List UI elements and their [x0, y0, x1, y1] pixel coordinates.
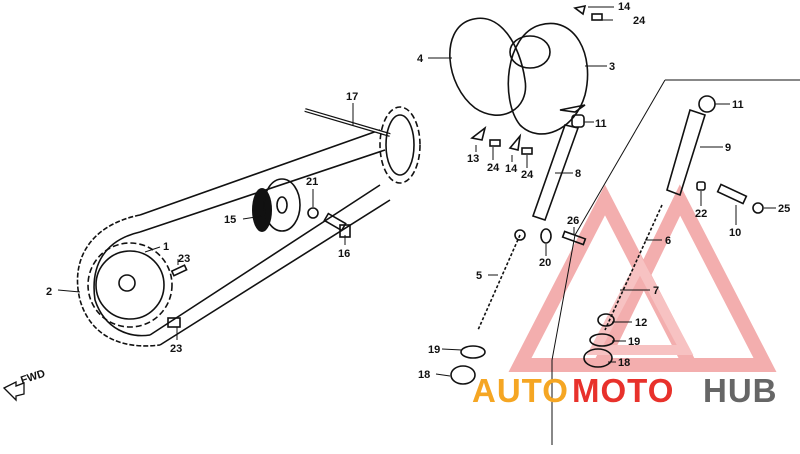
callout-24-top: 24 — [633, 15, 646, 27]
callout-23-upper: 23 — [178, 253, 190, 265]
drive-sprocket — [87, 242, 173, 328]
watermark-part-moto: MOTO — [572, 372, 674, 409]
callout-23-lower: 23 — [170, 343, 182, 355]
callout-2: 2 — [46, 286, 52, 298]
spring-5 — [477, 229, 526, 331]
callout-19-right: 19 — [628, 336, 640, 348]
callout-22: 22 — [695, 208, 707, 220]
small-hardware-upper — [470, 4, 603, 155]
callout-12: 12 — [635, 317, 647, 329]
callout-numbers: 1 2 3 4 5 6 7 8 9 10 11 11 12 13 14 14 1… — [46, 1, 790, 381]
callout-4: 4 — [417, 53, 424, 65]
callout-11-lower: 11 — [595, 118, 607, 130]
tensioner-pushrod — [666, 95, 716, 197]
callout-1: 1 — [163, 241, 169, 253]
callout-25: 25 — [778, 203, 790, 215]
callout-13: 13 — [467, 153, 479, 165]
callout-16: 16 — [338, 248, 350, 260]
callout-15: 15 — [224, 214, 236, 226]
drive-chain — [76, 129, 391, 347]
callout-24-right: 24 — [521, 169, 534, 181]
bolt-10-assembly — [696, 181, 764, 214]
callout-8: 8 — [575, 168, 581, 180]
callout-14-mid: 14 — [505, 163, 518, 175]
caps-and-washers — [450, 313, 615, 385]
callout-18-left: 18 — [418, 369, 430, 381]
callout-24-left: 24 — [487, 162, 500, 174]
bolts-left — [167, 207, 351, 328]
tensioner-guide-tube — [531, 124, 580, 222]
small-hardware-middle — [540, 228, 587, 246]
spring-6-7 — [604, 204, 663, 331]
callout-3: 3 — [609, 61, 615, 73]
callout-26: 26 — [567, 215, 579, 227]
camshaft — [304, 106, 421, 184]
callout-5: 5 — [476, 270, 482, 282]
callout-6: 6 — [665, 235, 671, 247]
callout-20: 20 — [539, 257, 551, 269]
callout-17: 17 — [346, 91, 358, 103]
callout-19-left: 19 — [428, 344, 440, 356]
watermark-text: AUTO MOTO HUB — [472, 372, 778, 409]
fwd-label: FWD — [19, 368, 47, 387]
callout-9: 9 — [725, 142, 731, 154]
callout-18-right: 18 — [618, 357, 630, 369]
watermark-part-hub: HUB — [703, 372, 778, 409]
callout-10: 10 — [729, 227, 741, 239]
leader-lines — [57, 6, 776, 377]
callout-21: 21 — [306, 176, 318, 188]
tensioner-roller — [252, 178, 301, 232]
callout-7: 7 — [653, 285, 659, 297]
forward-direction-indicator: FWD — [2, 368, 47, 402]
callout-14-top: 14 — [618, 1, 631, 13]
watermark-logo — [508, 184, 777, 372]
frame-outline — [551, 79, 800, 445]
callout-11-upper: 11 — [732, 99, 744, 111]
watermark-part-auto: AUTO — [472, 372, 569, 409]
gasket-and-cover — [449, 17, 589, 135]
